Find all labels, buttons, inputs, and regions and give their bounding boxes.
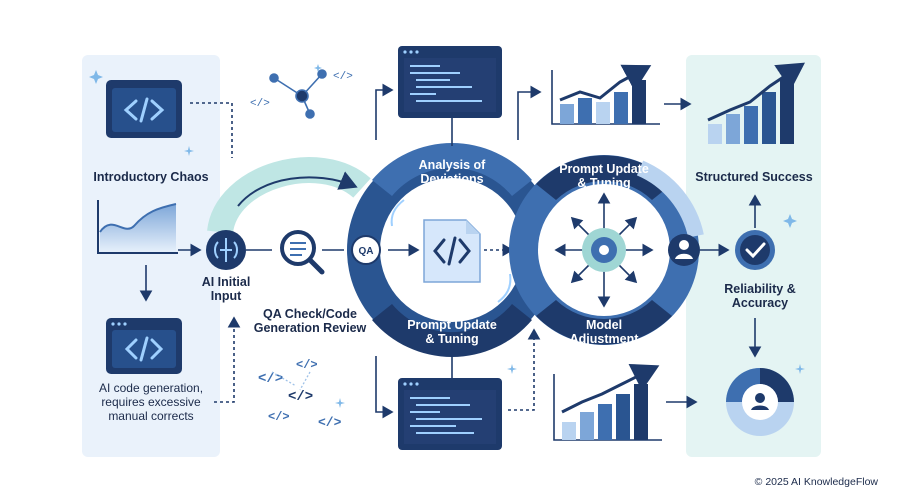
growth-bar-chart-success (707, 62, 805, 144)
growth-bar-chart-bottom (553, 363, 662, 441)
code-window-icon-bottom-center (398, 378, 502, 450)
problem-description: AI code generation, requires excessive m… (98, 381, 204, 423)
sparkle-icon (783, 214, 797, 228)
code-tag-icon: </> (250, 98, 270, 110)
left-panel-title: Introductory Chaos (93, 170, 209, 184)
gear-hub-icon (554, 192, 654, 308)
svg-text:</>: </> (288, 389, 313, 405)
code-document-icon (423, 219, 481, 283)
svg-text:</>: </> (318, 415, 342, 430)
right-panel-title: Structured Success (695, 170, 813, 184)
qa-check-label: QA Check/Code Generation Review (253, 307, 367, 336)
sparkle-icon (89, 70, 103, 84)
sparkle-icon (335, 398, 345, 408)
chaos-area-chart (97, 200, 178, 254)
code-window-icon-top-center (398, 46, 502, 118)
initial-input-label: AI Initial Input (201, 275, 251, 304)
network-molecule-icon (269, 69, 327, 119)
svg-text:</>: </> (296, 358, 318, 372)
dotted-connector (190, 102, 233, 158)
scattered-code-tags: </> </> </> </> </> (258, 358, 342, 430)
sparkle-icon (184, 146, 194, 156)
svg-text:</>: </> (258, 371, 283, 387)
reliability-label: Reliability & Accuracy (724, 282, 796, 311)
magnifier-icon (280, 230, 325, 275)
ring-top-label: Analysis of Deviations (418, 158, 486, 187)
copyright-footer: © 2025 AI KnowledgeFlow (754, 476, 878, 488)
tuning-ring-top-label: Prompt Update & Tuning (559, 162, 649, 191)
code-tag-icon: </> (333, 71, 353, 83)
sparkle-icon (795, 364, 805, 374)
check-badge-icon (735, 230, 775, 270)
user-icon (668, 234, 700, 266)
qa-badge (351, 235, 381, 265)
code-window-icon-top-left (106, 80, 182, 138)
user-target-ring-icon (726, 368, 794, 436)
sparkle-icon (507, 364, 517, 374)
sparkle-icon (314, 64, 322, 72)
code-window-icon-bottom-left (106, 318, 182, 374)
ring-bottom-label: Prompt Update & Tuning (407, 318, 497, 347)
dotted-connector (214, 316, 241, 403)
svg-text:</>: </> (268, 410, 290, 424)
qa-badge-label: QA (359, 246, 374, 257)
tuning-ring-bottom-label: Model Adjustment (569, 318, 639, 347)
brain-icon (206, 230, 246, 270)
growth-bar-chart-top (551, 64, 660, 125)
